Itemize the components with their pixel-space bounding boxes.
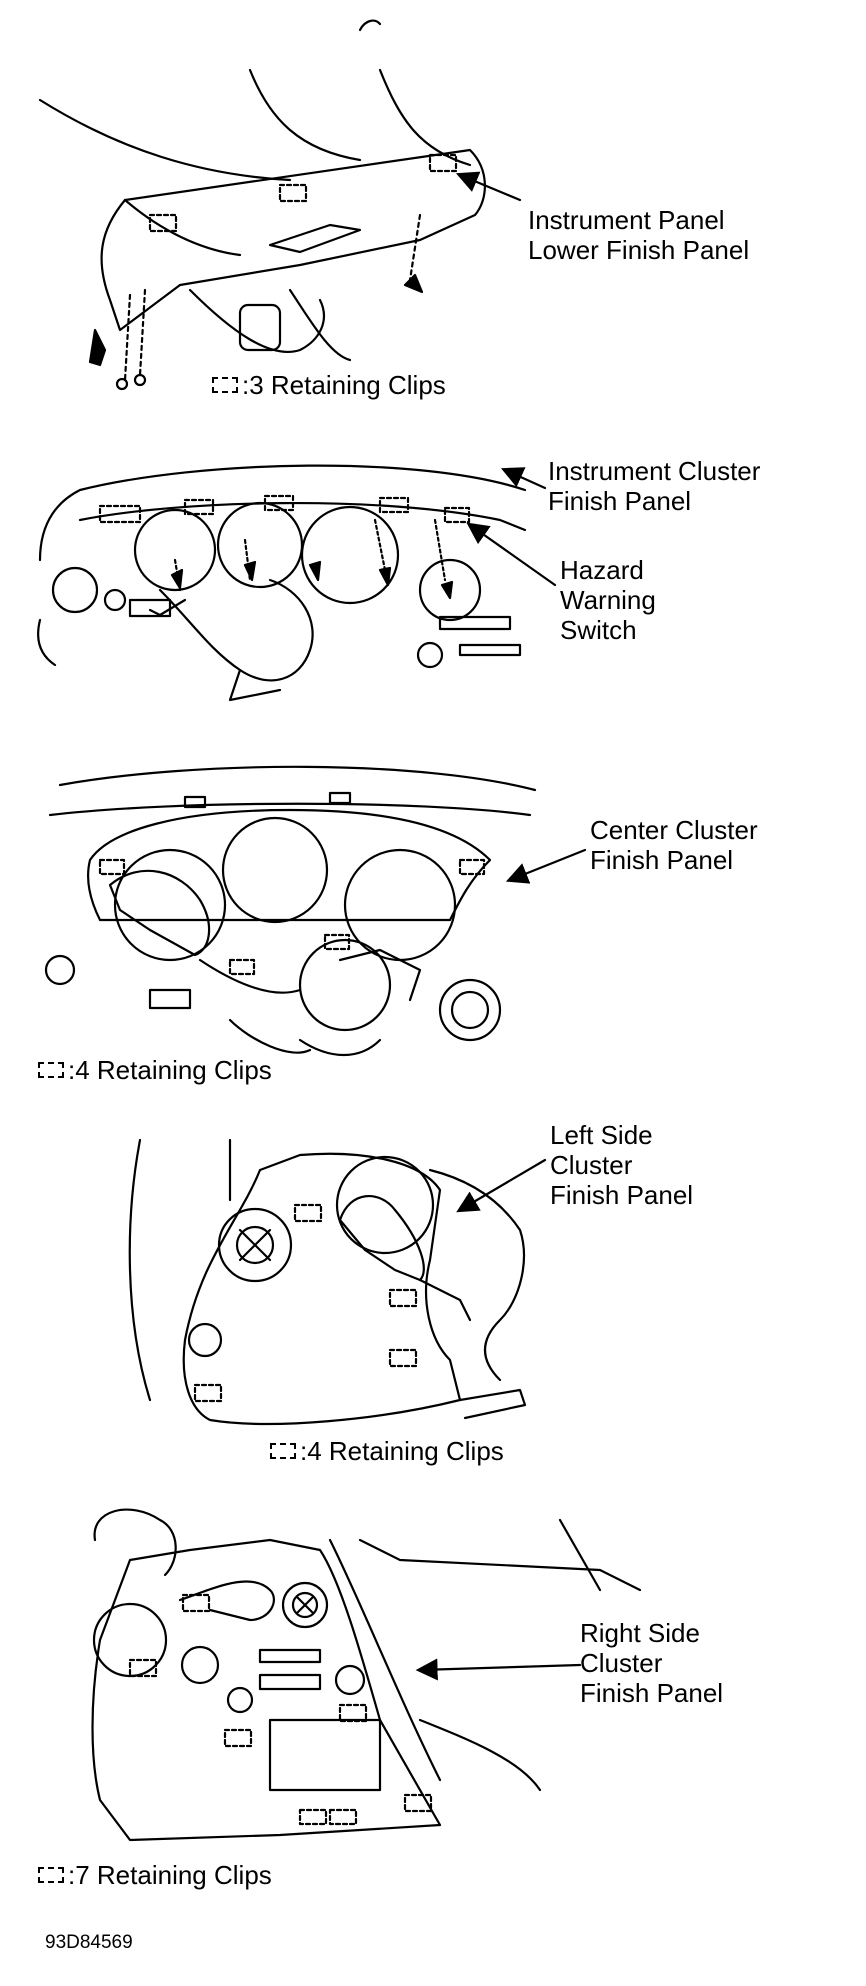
retaining-clips-note-4: :4 Retaining Clips (270, 1436, 504, 1466)
retaining-clips-text: :3 Retaining Clips (242, 370, 446, 400)
lower-finish-panel-illustration (38, 19, 522, 391)
callout-instrument-cluster-finish-panel: Instrument Cluster Finish Panel (548, 456, 761, 516)
center-cluster-illustration (44, 765, 587, 1057)
retaining-clips-text: :7 Retaining Clips (68, 1860, 272, 1890)
retaining-clip-icon (38, 1867, 64, 1883)
callout-left-side-cluster-finish-panel: Left Side Cluster Finish Panel (550, 1120, 694, 1210)
right-side-cluster-illustration (91, 1508, 642, 1842)
retaining-clips-note-5: :7 Retaining Clips (38, 1860, 272, 1890)
callout-hazard-warning-switch: Hazard Warning Switch (560, 555, 656, 645)
retaining-clip-icon (270, 1443, 296, 1459)
retaining-clips-note-3: :4 Retaining Clips (38, 1055, 272, 1085)
left-side-cluster-illustration (128, 1138, 547, 1426)
retaining-clips-text: :4 Retaining Clips (300, 1436, 504, 1466)
callout-right-side-cluster-finish-panel: Right Side Cluster Finish Panel (580, 1618, 724, 1708)
callout-instrument-panel-lower-finish-panel: Instrument Panel Lower Finish Panel (528, 205, 750, 265)
figure-code: 93D84569 (45, 1932, 133, 1953)
retaining-clip-icon (38, 1062, 64, 1078)
retaining-clips-text: :4 Retaining Clips (68, 1055, 272, 1085)
cluster-finish-panel-illustration (37, 464, 557, 702)
retaining-clip-icon (212, 377, 238, 393)
callout-center-cluster-finish-panel: Center Cluster Finish Panel (590, 815, 758, 875)
retaining-clips-note-1: :3 Retaining Clips (212, 370, 446, 400)
